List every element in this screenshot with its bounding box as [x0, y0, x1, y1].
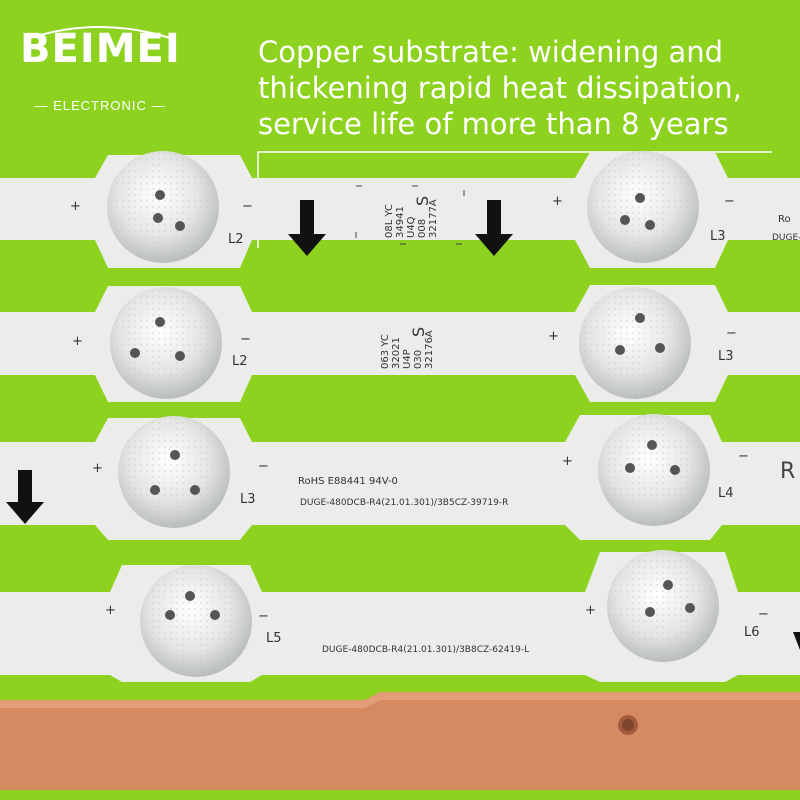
logo-arc-icon: [29, 26, 171, 39]
partial-part-number: DUGE-: [772, 233, 800, 243]
partial-marking: Ro: [778, 214, 791, 225]
part-number: DUGE-480DCB-R4(21.01.301)/3B8CZ-62419-L: [322, 645, 529, 655]
led-label: L3: [240, 492, 256, 507]
arrow-down-icon: [288, 200, 326, 256]
polarity-plus: +: [70, 199, 81, 214]
brand-subtitle: — ELECTRONIC —: [34, 98, 166, 113]
polarity-minus: −: [758, 607, 769, 622]
led-label: L2: [228, 232, 244, 247]
polarity-plus: +: [72, 334, 83, 349]
headline: Copper substrate: widening and thickenin…: [258, 34, 788, 142]
led-strip-3: [0, 414, 800, 540]
led-label: L5: [266, 631, 282, 646]
polarity-minus: −: [738, 449, 749, 464]
polarity-minus: −: [724, 194, 735, 209]
batch-code-line: 030: [413, 350, 424, 369]
direction-arrows: [6, 200, 800, 650]
arrow-down-icon: [6, 470, 44, 524]
brand-logo: BEIMEI — ELECTRONIC —: [20, 20, 181, 113]
polarity-minus: −: [258, 609, 269, 624]
batch-code-line: 08L YC: [384, 204, 395, 238]
batch-code-line: 34941: [395, 206, 406, 238]
led-label: L3: [710, 229, 726, 244]
led-label: L2: [232, 354, 248, 369]
side-letter: R: [780, 459, 795, 484]
headline-line-3: service life of more than 8 years: [258, 107, 729, 141]
batch-code-line: 063 YC: [380, 334, 391, 369]
led-label: L3: [718, 349, 734, 364]
polarity-minus: −: [258, 459, 269, 474]
led-label: L4: [718, 486, 734, 501]
polarity-plus: +: [585, 603, 596, 618]
batch-code-line: 32176A: [424, 330, 435, 369]
batch-code-line: 008: [417, 219, 428, 238]
led-label: L6: [744, 625, 760, 640]
polarity-minus: −: [726, 326, 737, 341]
led-strip-2: [0, 285, 800, 402]
batch-code-line: 32177A: [428, 199, 439, 238]
batch-code-mark: S: [409, 327, 428, 337]
batch-code-line: U4Q: [406, 216, 417, 238]
brand-name: BEIMEI: [20, 26, 181, 72]
batch-code-line: 32021: [391, 337, 402, 369]
headline-line-2: thickening rapid heat dissipation,: [258, 71, 742, 105]
polarity-plus: +: [562, 454, 573, 469]
polarity-plus: +: [548, 329, 559, 344]
polarity-plus: +: [105, 603, 116, 618]
polarity-plus: +: [552, 194, 563, 209]
arrow-down-icon: [793, 632, 800, 650]
batch-code-line: U4P: [402, 349, 413, 369]
led-strip-4: [0, 550, 800, 682]
batch-code-mark: S: [413, 196, 432, 206]
part-number: DUGE-480DCB-R4(21.01.301)/3B5CZ-39719-R: [300, 498, 508, 508]
led-strip-1: [0, 151, 800, 268]
cert-text: RoHS E88441 94V-0: [298, 476, 398, 487]
copper-substrate-strip: [0, 692, 800, 790]
arrow-down-icon: [475, 200, 513, 256]
polarity-plus: +: [92, 461, 103, 476]
polarity-minus: −: [240, 332, 251, 347]
headline-line-1: Copper substrate: widening and: [258, 35, 724, 69]
polarity-minus: −: [242, 199, 253, 214]
